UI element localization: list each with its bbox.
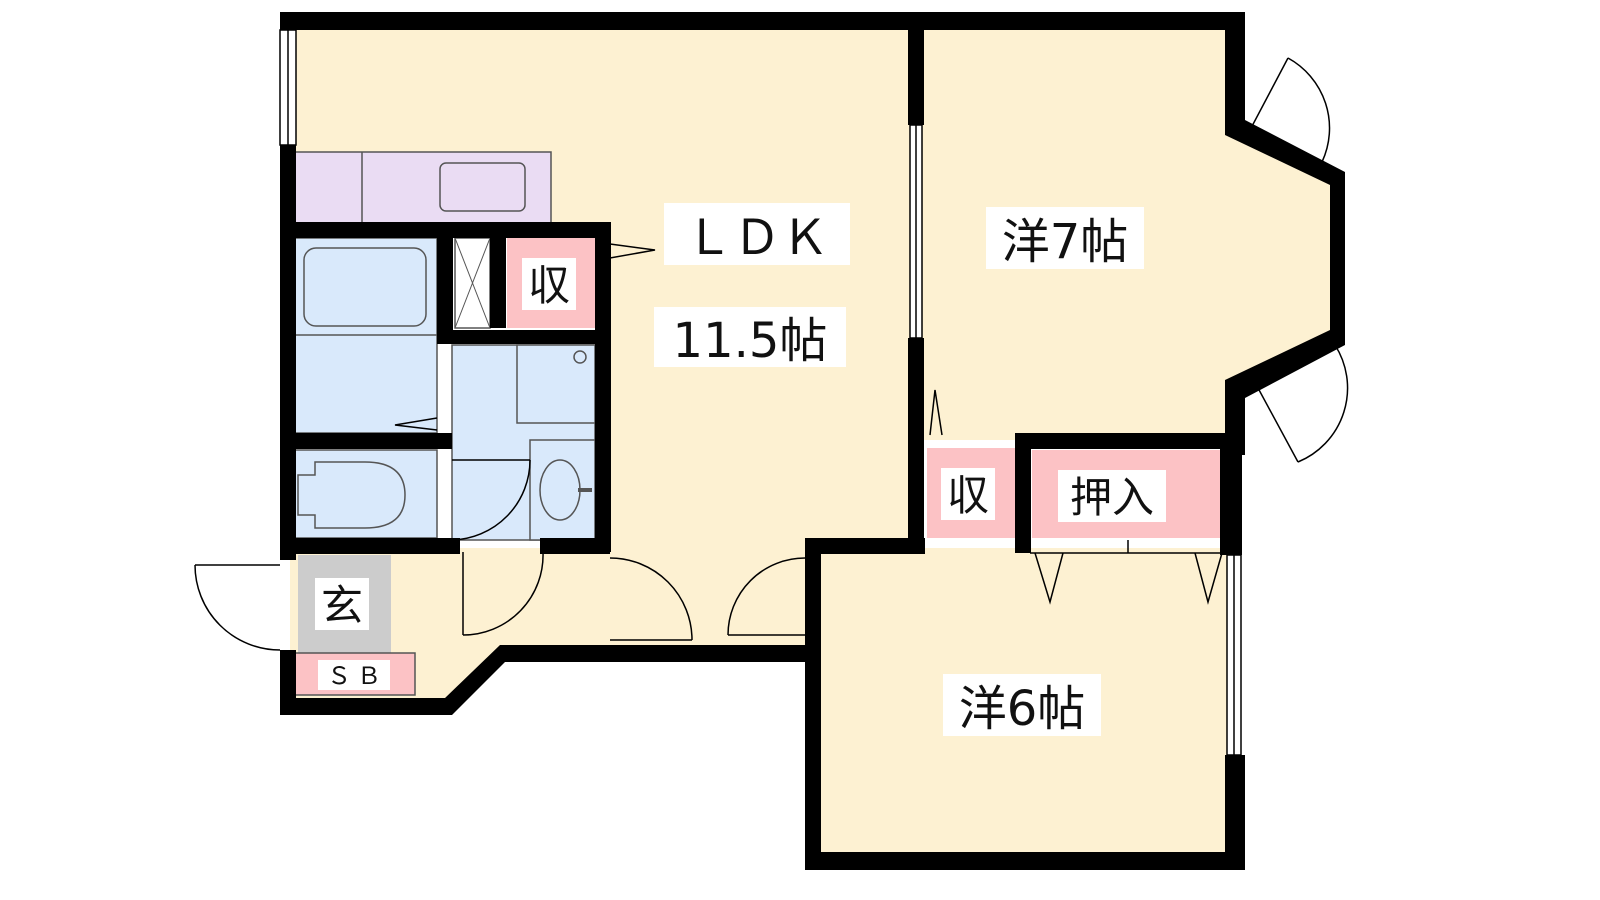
western-7-name: 洋7帖 <box>1002 214 1129 270</box>
ldk-label-bg <box>664 203 850 265</box>
drain-icon <box>573 350 587 364</box>
entrance-label-bg <box>315 578 369 630</box>
basin <box>539 459 581 521</box>
western-6-name: 洋6帖 <box>959 681 1086 737</box>
western-6-label-bg <box>943 674 1101 736</box>
western-7-label-bg <box>986 207 1144 269</box>
bathtub <box>303 247 427 327</box>
toilet <box>297 461 406 529</box>
shoe-box-label-bg <box>318 660 390 690</box>
entrance-name: 玄 <box>321 581 363 630</box>
walls <box>280 12 1345 870</box>
utility-closet-x2 <box>454 237 491 329</box>
kitchen-sink <box>439 162 526 212</box>
storage-ldk-label-bg <box>522 258 576 310</box>
doors <box>194 57 1349 651</box>
shoe-box-name: ＳＢ <box>327 662 387 690</box>
storage-bed-label-bg <box>941 468 995 520</box>
storage-ldk-name: 収 <box>528 261 570 310</box>
ldk-name: ＬＤＫ <box>685 210 829 266</box>
windows <box>279 29 1242 756</box>
ldk-size: 11.5帖 <box>673 313 828 369</box>
storage-bed-name: 収 <box>947 471 989 520</box>
washing-machine-space <box>516 344 596 424</box>
ldk-size-bg <box>654 307 846 367</box>
closet-name: 押入 <box>1070 473 1154 522</box>
closet-label-bg <box>1058 470 1166 522</box>
